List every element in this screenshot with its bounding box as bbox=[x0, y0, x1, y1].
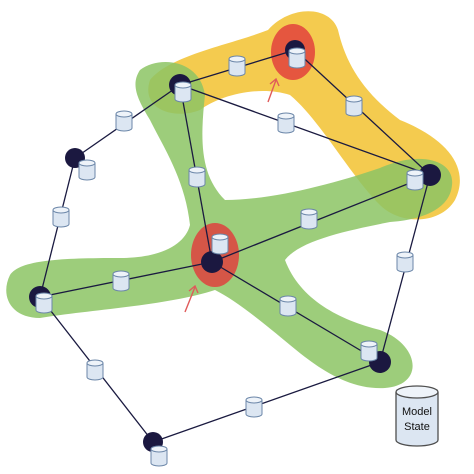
database-cylinder-icon bbox=[150, 445, 168, 467]
database-cylinder-icon bbox=[188, 166, 206, 188]
database-cylinder-icon bbox=[112, 270, 130, 292]
edge bbox=[211, 174, 431, 263]
green-region bbox=[6, 62, 453, 389]
database-cylinder-icon bbox=[52, 206, 70, 228]
database-cylinder-icon bbox=[277, 112, 295, 134]
database-cylinder-icon bbox=[279, 295, 297, 317]
database-cylinder-icon bbox=[78, 159, 96, 181]
edge bbox=[39, 157, 76, 298]
database-cylinder-icon bbox=[211, 233, 229, 255]
edge bbox=[179, 84, 431, 176]
database-cylinder-icon bbox=[288, 47, 306, 69]
database-cylinder-icon bbox=[245, 396, 263, 418]
model-state-database-icon: Model State bbox=[395, 385, 439, 447]
database-cylinder-icon bbox=[360, 340, 378, 362]
model-state-label-line2: State bbox=[404, 421, 430, 433]
storage-icons bbox=[35, 47, 424, 467]
database-cylinder-icon bbox=[86, 359, 104, 381]
red-arrow-icon bbox=[184, 284, 199, 313]
database-cylinder-icon bbox=[300, 208, 318, 230]
database-cylinder-icon bbox=[115, 110, 133, 132]
red-arrow-icon bbox=[267, 77, 280, 103]
database-cylinder-icon bbox=[396, 251, 414, 273]
database-cylinder-icon bbox=[345, 95, 363, 117]
database-cylinder-icon bbox=[406, 169, 424, 191]
database-cylinder-icon bbox=[228, 55, 246, 77]
edge bbox=[152, 361, 381, 443]
model-state-label-line1: Model bbox=[402, 406, 432, 418]
graph-node-icon bbox=[419, 164, 441, 186]
database-cylinder-icon bbox=[174, 81, 192, 103]
database-cylinder-icon bbox=[35, 292, 53, 314]
graph-node-icon bbox=[201, 251, 223, 273]
